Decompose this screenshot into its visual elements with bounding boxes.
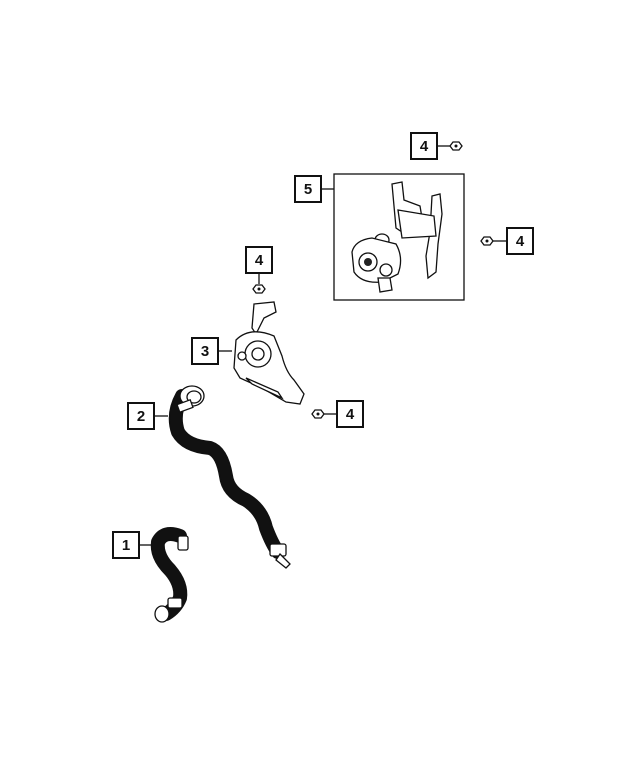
callout-4-top: 4 xyxy=(410,132,438,160)
callout-4-right: 4 xyxy=(506,227,534,255)
coolant-hose-2 xyxy=(168,385,291,569)
coolant-hose-1 xyxy=(150,527,189,623)
callout-1: 1 xyxy=(112,531,140,559)
callout-2: 2 xyxy=(127,402,155,430)
nut-4a-icon xyxy=(449,141,463,151)
part-5-frame xyxy=(333,173,465,301)
callout-3: 3 xyxy=(191,337,219,365)
callout-5: 5 xyxy=(294,175,322,203)
mounting-bracket xyxy=(233,301,305,405)
nut-4b-icon xyxy=(480,236,494,246)
callout-4-lower: 4 xyxy=(336,400,364,428)
callout-4-middle: 4 xyxy=(245,246,273,274)
water-pump-assembly xyxy=(351,181,443,293)
nut-4d-icon xyxy=(311,409,325,419)
nut-4c-icon xyxy=(252,284,266,294)
